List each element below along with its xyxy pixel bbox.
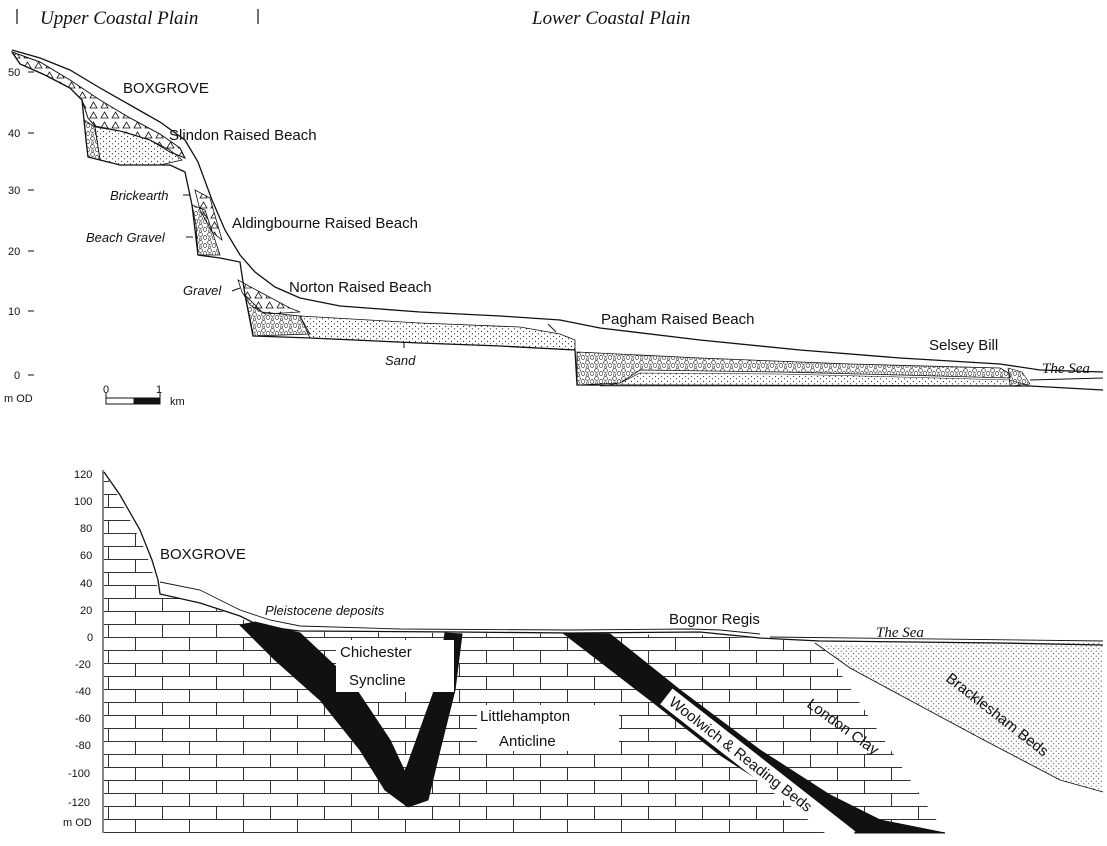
scale-bar-white [105,397,135,405]
woolwich-reading-beds [561,632,946,834]
pagham-gravel [576,351,1011,386]
bottom-tick: 20 [80,605,92,617]
bottom-tick: 120 [74,469,92,481]
bedrock-profile-line [11,51,1104,391]
pleistocene-deposits-label: Pleistocene deposits [265,603,385,618]
the-sea-label-bottom: The Sea [876,625,924,641]
bottom-tick: -120 [68,797,90,809]
top-tick: 40 [8,128,20,140]
littlehampton-anticline-label: Littlehampton Anticline [477,705,619,751]
slindon-raised-beach-label: Slindon Raised Beach [169,127,317,144]
scale-bar-unit: km [170,396,185,408]
bottom-y-axis: 120 100 80 60 40 20 0 -20 -40 -60 -80 -1… [63,469,104,833]
brickearth-label: Brickearth [110,188,169,203]
pagham-raised-beach-label: Pagham Raised Beach [601,311,754,328]
pagham-sand [599,372,1031,387]
top-tick: 50 [8,67,20,79]
bracklesham-beds [820,642,1103,792]
header: Upper Coastal Plain Lower Coastal Plain [16,8,690,29]
selsey-bill-gravel [1007,367,1031,387]
bottom-tick: -100 [68,768,90,780]
gravel-leader [231,287,241,292]
chalk-bedrock [104,474,945,833]
top-y-axis: 50 40 30 20 10 0 m OD [4,67,34,405]
bottom-sea-line [769,636,1104,642]
sand-body [299,315,576,351]
scale-bar-start: 0 [103,384,109,396]
cliff-mark [547,323,557,333]
scale-bar: 0 1 km [103,384,185,408]
scale-bar-end: 1 [156,384,162,396]
littlehampton-label-line1: Littlehampton [480,708,570,725]
top-tick: 10 [8,306,20,318]
bottom-tick: -80 [75,740,91,752]
bognor-regis-label: Bognor Regis [669,611,760,628]
bottom-section: 120 100 80 60 40 20 0 -20 -40 -60 -80 -1… [63,469,1104,846]
littlehampton-label-line2: Anticline [499,733,556,750]
the-sea-label-top: The Sea [1042,361,1090,377]
top-tick: 0 [14,370,20,382]
bottom-ground-surface [103,471,1104,646]
bottom-tick: -60 [75,713,91,725]
top-axis-unit: m OD [4,393,33,405]
bottom-tick: 40 [80,578,92,590]
bottom-tick: 80 [80,523,92,535]
lower-coastal-plain-label: Lower Coastal Plain [531,8,690,29]
top-tick: 30 [8,185,20,197]
london-clay-bracklesham-boundary [814,642,1104,793]
boxgrove-label: BOXGROVE [123,80,209,97]
norton-raised-beach-label: Norton Raised Beach [289,279,432,296]
chichester-label-line1: Chichester [340,644,412,661]
ground-surface-line [11,49,1104,373]
label-backdrop [477,705,619,751]
pleistocene-deposits-line [159,581,761,635]
sand-label: Sand [385,353,416,368]
bottom-tick: -40 [75,686,91,698]
selsey-bill-label: Selsey Bill [929,337,998,354]
aldingbourne-head-deposit [194,189,223,242]
bottom-tick: 0 [87,632,93,644]
bottom-tick: 100 [74,496,92,508]
gravel-label: Gravel [183,283,222,298]
label-backdrop [660,688,856,846]
upper-coastal-plain-label: Upper Coastal Plain [40,8,198,29]
aldingbourne-raised-beach-label: Aldingbourne Raised Beach [232,215,418,232]
bottom-tick: -20 [75,659,91,671]
top-tick: 20 [8,246,20,258]
scale-bar-black [133,397,161,405]
chichester-label-line2: Syncline [349,672,406,689]
sea-surface-line [1029,377,1104,381]
chichester-syncline-label: Chichester Syncline [336,640,454,692]
bottom-axis-unit: m OD [63,817,92,829]
bottom-tick: 60 [80,550,92,562]
top-section: 50 40 30 20 10 0 m OD [4,49,1104,408]
bottom-boxgrove-label: BOXGROVE [160,546,246,563]
beach-gravel-label: Beach Gravel [86,230,166,245]
label-backdrop [336,640,454,692]
